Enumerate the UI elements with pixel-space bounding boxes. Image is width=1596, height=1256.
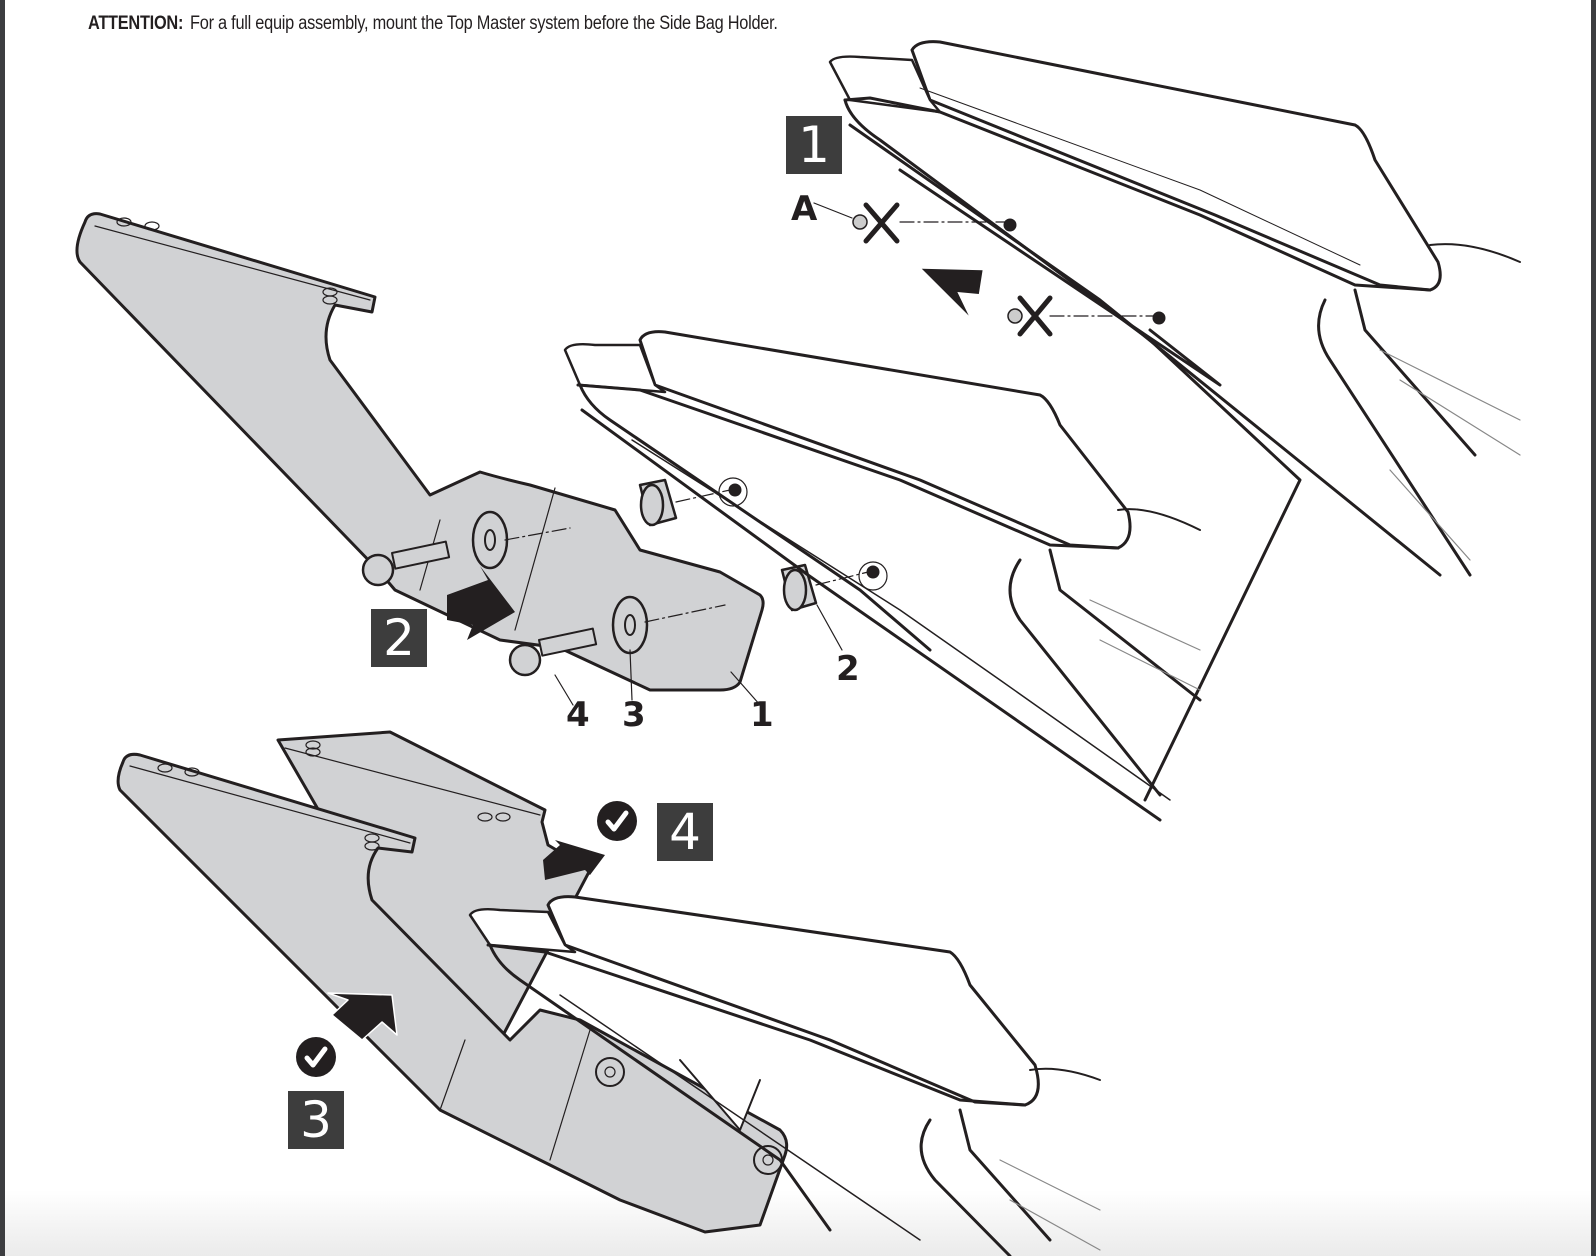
x-cross-icon <box>1017 295 1053 337</box>
step-badge-3: 3 <box>288 1091 344 1149</box>
part-label-4: 4 <box>566 695 590 735</box>
part-label-3: 3 <box>622 695 646 735</box>
attention-text: For a full equip assembly, mount the Top… <box>190 13 778 34</box>
motorcycle-tail-step3 <box>468 895 1101 1256</box>
check-circle-icon <box>296 1037 336 1077</box>
screw-b-icon <box>1007 308 1023 324</box>
part-label-2: 2 <box>836 649 860 689</box>
side-bag-bracket-step2 <box>75 212 880 706</box>
arrow-icon <box>921 268 983 316</box>
motorcycle-tail-step1 <box>813 40 1521 802</box>
side-bag-brackets-step3 <box>116 730 789 1234</box>
step-badge-1: 1 <box>786 116 842 174</box>
step-badge-4: 4 <box>657 803 713 861</box>
arrow-icon <box>543 840 605 880</box>
step-badge-2: 2 <box>371 609 427 667</box>
arrow-icon <box>447 566 515 640</box>
attention-label: ATTENTION: <box>88 13 184 34</box>
check-circle-icon <box>597 801 637 841</box>
screw-a-icon <box>852 214 868 230</box>
part-label-1: 1 <box>750 695 774 735</box>
attention-notice: ATTENTION: For a full equip assembly, mou… <box>88 13 778 35</box>
motorcycle-tail-step2 <box>563 330 1202 822</box>
x-cross-icon <box>863 202 900 244</box>
instruction-page: ATTENTION: For a full equip assembly, mou… <box>5 0 1591 1256</box>
assembly-illustration <box>75 40 1521 1256</box>
arrow-icon <box>327 992 398 1041</box>
part-label-a: A <box>791 189 818 229</box>
